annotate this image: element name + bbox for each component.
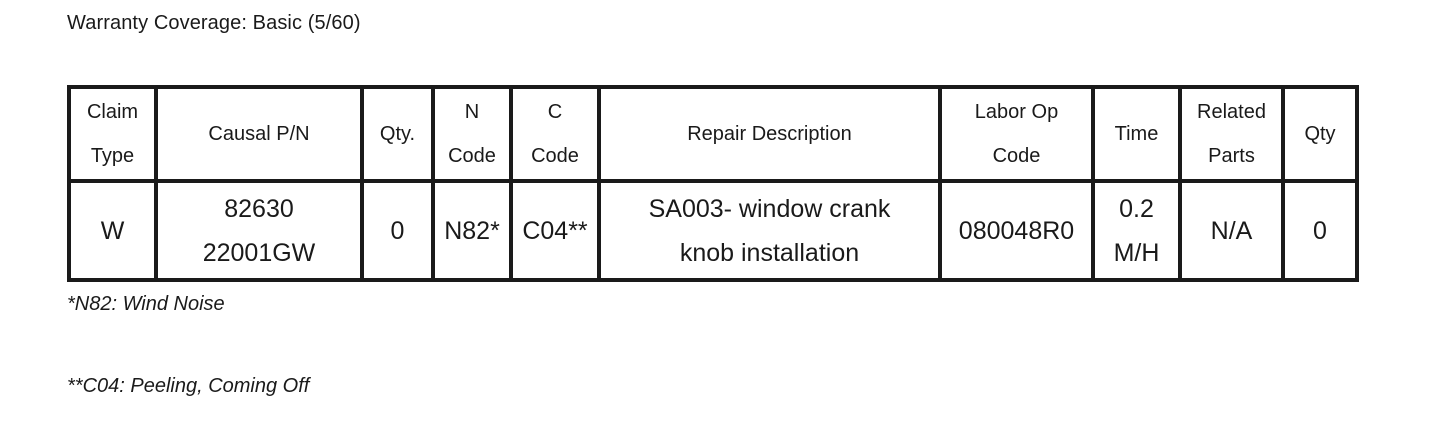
header-labor-op-code: Labor Op Code bbox=[938, 85, 1095, 183]
footnote-c04: **C04: Peeling, Coming Off bbox=[67, 375, 310, 397]
cell-related-parts: N/A bbox=[1178, 179, 1285, 282]
cell-labor-op-code: 080048R0 bbox=[938, 179, 1095, 282]
warranty-claim-table: Claim Type Causal P/N Qty. N Code C Code… bbox=[67, 85, 1359, 282]
cell-qty-1: 0 bbox=[360, 179, 435, 282]
cell-repair-description: SA003- window crank knob installation bbox=[597, 179, 942, 282]
cell-c-code: C04** bbox=[509, 179, 601, 282]
header-qty-2: Qty bbox=[1281, 85, 1359, 183]
header-related-parts: Related Parts bbox=[1178, 85, 1285, 183]
warranty-coverage: Warranty Coverage: Basic (5/60) bbox=[67, 12, 361, 34]
cell-n-code: N82* bbox=[431, 179, 513, 282]
cell-causal-pn: 82630 22001GW bbox=[154, 179, 364, 282]
header-c-code: C Code bbox=[509, 85, 601, 183]
header-causal-pn: Causal P/N bbox=[154, 85, 364, 183]
header-n-code: N Code bbox=[431, 85, 513, 183]
table-row: W 82630 22001GW 0 N82* C04** SA003- wind… bbox=[67, 179, 1359, 282]
cell-claim-type: W bbox=[67, 179, 158, 282]
cell-qty-2: 0 bbox=[1281, 179, 1359, 282]
cell-time: 0.2 M/H bbox=[1091, 179, 1182, 282]
header-claim-type: Claim Type bbox=[67, 85, 158, 183]
header-row: Claim Type Causal P/N Qty. N Code C Code… bbox=[67, 85, 1359, 183]
footnote-n82: *N82: Wind Noise bbox=[67, 293, 225, 315]
header-repair-description: Repair Description bbox=[597, 85, 942, 183]
header-time: Time bbox=[1091, 85, 1182, 183]
header-qty-1: Qty. bbox=[360, 85, 435, 183]
